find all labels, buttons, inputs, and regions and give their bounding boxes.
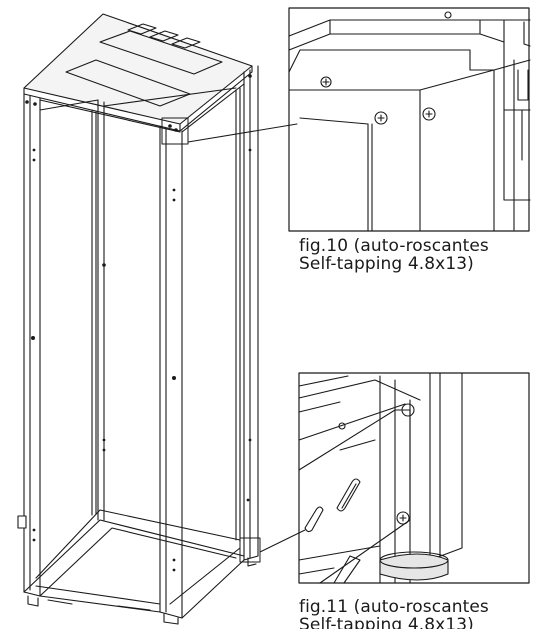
fig11-caption: fig.11 (auto-roscantes Self-tapping 4.8x… — [299, 598, 489, 629]
detail-fig10 — [288, 7, 531, 232]
callout-box-fig11 — [239, 537, 261, 563]
front-right-post — [159, 125, 183, 619]
rear-right-post — [243, 65, 259, 561]
fig10-caption-line2: Self-tapping 4.8x13) — [299, 254, 474, 274]
fig10-caption-line1: fig.10 (auto-roscantes — [299, 236, 489, 256]
screws-fig10 — [320, 76, 436, 125]
leader-line-fig11 — [259, 529, 306, 553]
fig11-foot — [379, 553, 449, 581]
fig11-caption-line1: fig.11 (auto-roscantes — [299, 597, 489, 617]
rack-top-panel — [23, 13, 253, 125]
bottom-frame — [23, 519, 245, 593]
fig11-caption-line2: Self-tapping 4.8x13) — [299, 616, 474, 629]
detail-fig11 — [298, 372, 530, 584]
mounting-rails — [91, 87, 241, 543]
fig10-caption: fig.10 (auto-roscantes Self-tapping 4.8x… — [299, 237, 489, 273]
rack-cabinet — [17, 13, 259, 625]
callout-box-fig10 — [161, 117, 189, 145]
leader-line-fig10 — [187, 123, 298, 143]
front-left-post — [23, 93, 41, 597]
